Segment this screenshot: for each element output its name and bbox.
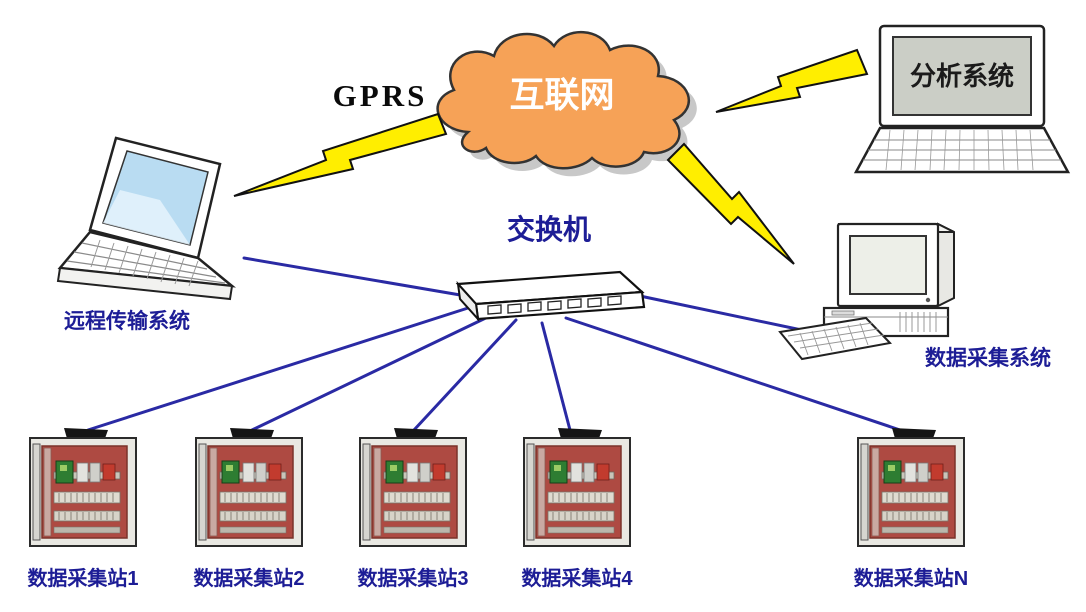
switch-graphic (455, 270, 646, 323)
link-switch-stationN (564, 316, 908, 434)
gprs-label: GPRS (332, 78, 428, 113)
station-label-3: 数据采集站3 (357, 568, 469, 590)
system-unit-vents (899, 312, 937, 332)
internet-cloud (436, 31, 691, 170)
lightning-bolt-gprs (233, 112, 448, 197)
link-switch-desktop (638, 294, 818, 335)
station-label-n: 数据采集站N (853, 568, 969, 590)
laptop-keyboard-keys (66, 242, 226, 284)
monitor-power-button (925, 297, 931, 303)
acquisition-system-label: 数据采集系统 (925, 347, 1051, 370)
link-switch-station4 (540, 321, 572, 432)
switch-ports (487, 295, 622, 315)
desktop-keyboard-keys (787, 322, 885, 349)
lightning-bolt-acquisition (666, 142, 795, 265)
laptop-base-front (56, 266, 234, 301)
analysis-system-label: 分析系统 (909, 61, 1014, 91)
analysis-laptop-graphic (853, 24, 1071, 174)
station-cabinet-3 (359, 427, 467, 547)
analysis-screen (892, 36, 1032, 116)
remote-system-label: 远程传输系统 (64, 310, 190, 333)
acquisition-desktop-graphic (778, 222, 955, 361)
station-cabinet-2 (195, 427, 303, 547)
internet-cloud-label: 互联网 (509, 76, 615, 115)
desktop-keyboard (778, 316, 893, 361)
monitor-side (937, 222, 955, 308)
station-cabinet-4 (523, 427, 631, 547)
laptop-key-ticks (90, 239, 199, 287)
laptop-screen-glare (103, 190, 190, 245)
switch-label: 交换机 (506, 214, 591, 245)
station-cabinet-n (857, 427, 965, 547)
link-laptop-switch (242, 256, 474, 299)
station-label-4: 数据采集站4 (521, 568, 633, 590)
lightning-bolt-analysis (715, 48, 869, 113)
network-links (86, 256, 908, 434)
station-label-1: 数据采集站1 (27, 568, 139, 590)
remote-laptop-graphic (56, 136, 237, 301)
link-switch-station2 (250, 313, 494, 432)
monitor-screen (849, 235, 927, 295)
analysis-key-ticks (885, 129, 1034, 171)
station-cabinet-1 (29, 427, 137, 547)
desktop-key-ticks (799, 322, 869, 356)
floppy-slot (831, 310, 855, 316)
link-switch-station3 (412, 318, 518, 432)
switch-left-side (456, 280, 480, 323)
station-label-2: 数据采集站2 (193, 568, 305, 590)
link-switch-station1 (86, 306, 470, 432)
